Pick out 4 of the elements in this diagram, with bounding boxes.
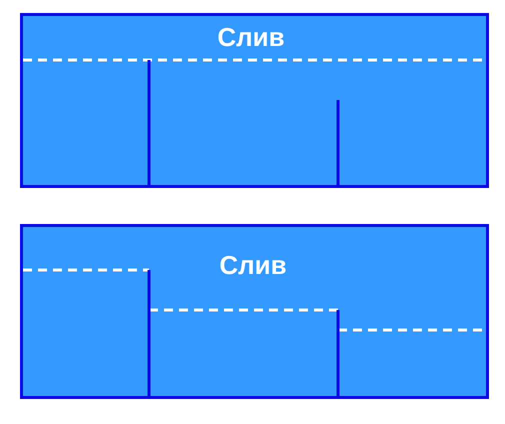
water-tank xyxy=(20,224,489,399)
water-tank xyxy=(20,13,489,188)
tank-label: Слив xyxy=(219,250,287,281)
tank-label: Слив xyxy=(217,22,285,53)
